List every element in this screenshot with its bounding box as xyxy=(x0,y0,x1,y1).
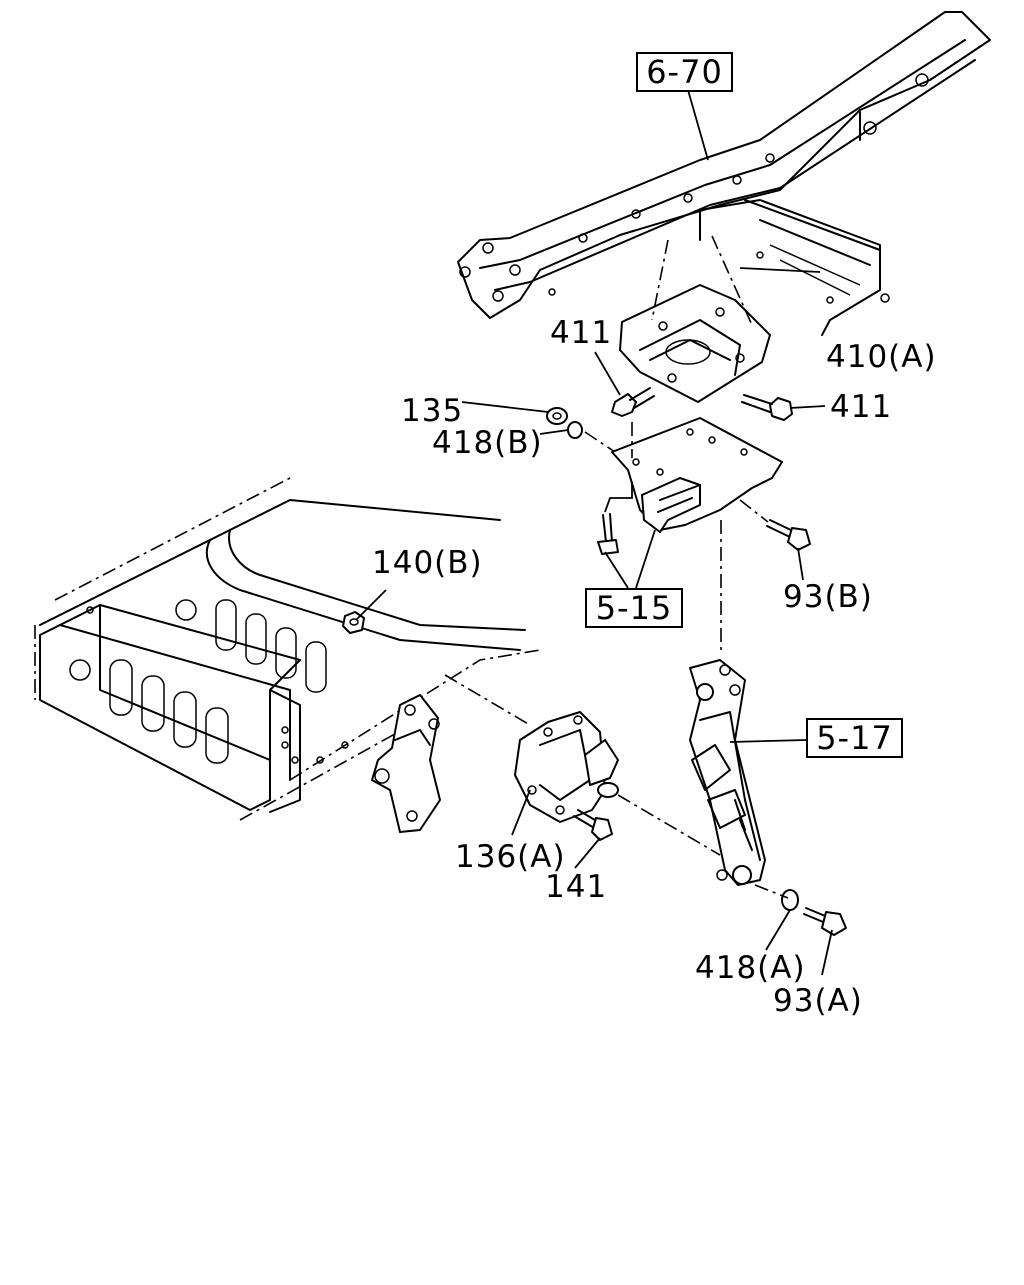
bolt-411-right xyxy=(741,394,793,421)
label-141: 141 xyxy=(545,869,608,905)
label-136a: 136(A) xyxy=(455,839,566,875)
label-410a: 410(A) xyxy=(826,339,937,375)
mount-136a xyxy=(514,711,619,823)
label-411-right: 411 xyxy=(830,389,893,425)
label-93b: 93(B) xyxy=(783,579,873,615)
leader-5-15-hidden xyxy=(604,482,633,513)
upper-frame-rail xyxy=(457,11,991,336)
axis-136-to-517 xyxy=(617,794,721,856)
plate-bracket-5-15 xyxy=(611,417,783,533)
bolt-141 xyxy=(573,809,613,841)
washer-418a xyxy=(781,889,799,911)
label-93a: 93(A) xyxy=(773,983,863,1019)
lower-frame xyxy=(34,477,541,821)
ref-box-6-70[interactable]: 6-70 xyxy=(636,52,733,92)
label-411-left: 411 xyxy=(550,315,613,351)
axis-93b xyxy=(739,499,769,523)
label-418a: 418(A) xyxy=(695,950,806,986)
upper-bracket-410a xyxy=(619,235,771,403)
ref-box-5-15[interactable]: 5-15 xyxy=(585,588,683,628)
bolt-93a xyxy=(803,907,847,936)
frame-bracket xyxy=(371,694,441,833)
bolt-93b xyxy=(766,519,811,551)
link-assembly-5-17 xyxy=(689,659,766,886)
bolt-under-plate xyxy=(597,513,619,555)
label-140b: 140(B) xyxy=(372,545,483,581)
axis-136 xyxy=(444,674,531,726)
leader-lines xyxy=(355,89,833,976)
label-418b: 418(B) xyxy=(432,425,543,461)
axis-135 xyxy=(584,431,631,463)
label-135: 135 xyxy=(401,393,464,429)
washer-418b xyxy=(567,421,583,439)
ref-box-5-17[interactable]: 5-17 xyxy=(806,718,903,758)
axis-93a xyxy=(754,884,789,899)
bolt-411-left xyxy=(611,387,655,417)
nut-135 xyxy=(546,407,568,425)
